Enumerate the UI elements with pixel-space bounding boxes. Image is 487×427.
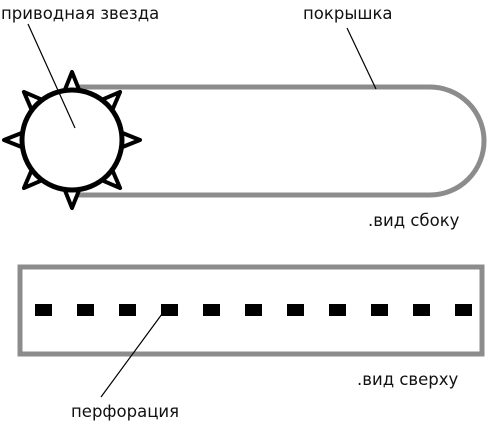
perforation-hole <box>329 304 346 316</box>
top-view-label: .вид сверху <box>357 370 459 389</box>
cover-label: покрышка <box>303 4 393 23</box>
perforation-hole <box>413 304 430 316</box>
perforation-hole <box>287 304 304 316</box>
tape-top-view <box>17 264 485 357</box>
perforation-hole <box>77 304 94 316</box>
perforation-hole <box>119 304 136 316</box>
perforation-hole <box>245 304 262 316</box>
perforation-label: перфорация <box>71 402 179 421</box>
perforation-hole <box>161 304 178 316</box>
side-view-label: .вид сбоку <box>368 211 460 230</box>
sprocket-label: приводная звезда <box>1 4 159 23</box>
perforation-holes <box>35 304 472 316</box>
perforation-hole <box>371 304 388 316</box>
sprocket-leader-line <box>27 23 76 129</box>
perforation-hole <box>455 304 472 316</box>
perforation-hole <box>203 304 220 316</box>
perforation-hole <box>35 304 52 316</box>
perforation-leader-line <box>100 313 163 398</box>
sprocket-wheel <box>19 87 125 193</box>
cover-leader-line <box>346 27 377 90</box>
cover-belt <box>72 84 487 198</box>
